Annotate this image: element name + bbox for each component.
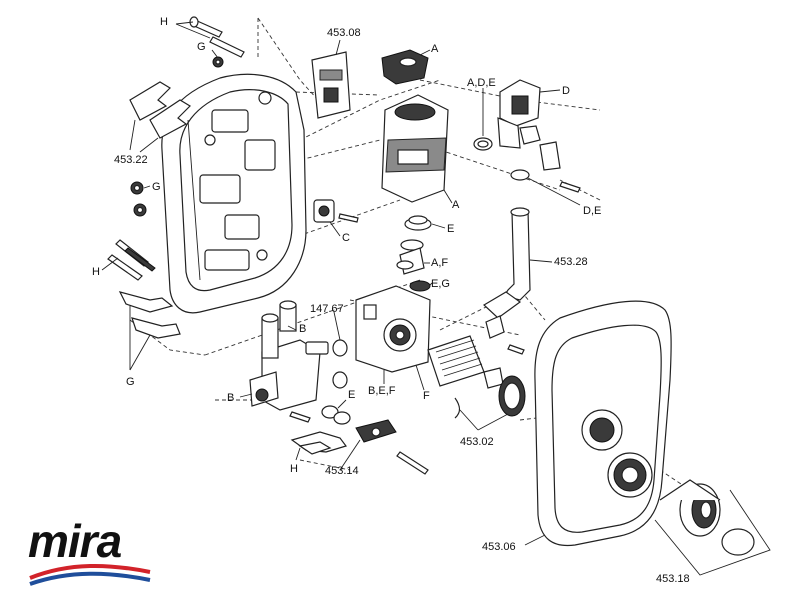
label-backplate-screws: H bbox=[92, 266, 100, 278]
label-cover-grommets: G bbox=[152, 181, 161, 193]
label-cartridge-f: F bbox=[423, 390, 430, 402]
outlet-housing bbox=[355, 285, 431, 391]
backplate-screws bbox=[101, 239, 156, 281]
solenoid-valve bbox=[497, 79, 561, 149]
label-ring-e: E bbox=[348, 389, 356, 401]
inlet-bracket-clip bbox=[290, 431, 347, 461]
label-control-knob: 453.18 bbox=[656, 573, 690, 585]
label-inlet-b-right: B bbox=[299, 323, 307, 335]
label-seal-af: A,F bbox=[431, 257, 449, 269]
label-seal-e: E bbox=[447, 223, 455, 235]
label-solenoid-clips: D,E bbox=[583, 205, 602, 217]
label-solenoid-valve: D bbox=[562, 85, 570, 97]
label-pipe-assembly: 453.28 bbox=[554, 256, 588, 268]
front-cover bbox=[524, 300, 672, 547]
pump-seals bbox=[396, 215, 446, 292]
pipe-assembly bbox=[483, 207, 553, 355]
inlet-bracket bbox=[339, 419, 429, 475]
label-valve-seals: A,D,E bbox=[467, 77, 496, 89]
mira-logo bbox=[29, 563, 151, 586]
label-inlet-bracket: 453.14 bbox=[325, 465, 359, 477]
solenoid-clips bbox=[510, 141, 581, 206]
cover-clips bbox=[129, 81, 191, 153]
thermostatic-cartridge bbox=[427, 335, 526, 431]
label-front-cover: 453.06 bbox=[482, 541, 516, 553]
label-pump-body: A bbox=[452, 199, 460, 211]
pump-body bbox=[381, 94, 453, 204]
logo-swoosh-blue bbox=[29, 571, 151, 586]
label-cover-fixing-washers: G bbox=[197, 41, 206, 53]
label-wall-clips: G bbox=[126, 376, 135, 388]
switch-assembly bbox=[313, 199, 359, 237]
label-seal-eg: E,G bbox=[431, 278, 450, 290]
wall-clips bbox=[118, 291, 181, 371]
pump-top bbox=[381, 49, 431, 85]
label-inlet-b-left: B bbox=[227, 392, 235, 404]
label-cover-fixing-screws: H bbox=[160, 16, 168, 28]
label-bracket-h: H bbox=[290, 463, 298, 475]
pcb-board bbox=[311, 39, 351, 119]
label-filter: 147.67 bbox=[310, 303, 344, 315]
cover-screws-top bbox=[175, 16, 245, 68]
control-knob bbox=[654, 479, 771, 576]
logo-wordmark: mira bbox=[28, 515, 122, 567]
inlet-rings bbox=[289, 399, 351, 425]
label-pump-top: A bbox=[431, 43, 439, 55]
logo-swoosh-red bbox=[29, 563, 151, 580]
cover-grommets bbox=[130, 181, 151, 217]
valve-seal-ring bbox=[473, 88, 493, 151]
label-outlet-bef: B,E,F bbox=[368, 385, 396, 397]
label-pcb: 453.08 bbox=[327, 27, 361, 39]
label-switch-assembly: C bbox=[342, 232, 350, 244]
label-cover-clips: 453.22 bbox=[114, 154, 148, 166]
label-cartridge: 453.02 bbox=[460, 436, 494, 448]
inlet-body bbox=[239, 300, 348, 411]
